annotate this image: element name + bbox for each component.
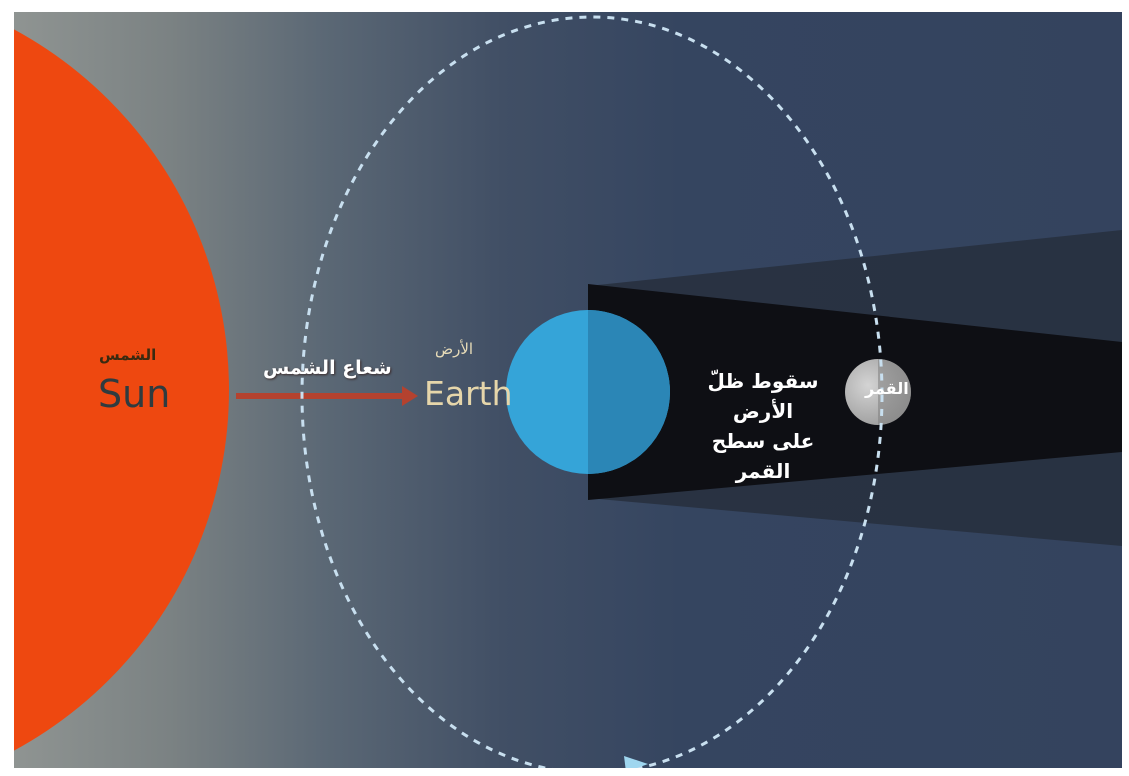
moon-orbit (300, 15, 884, 768)
earth-label-ar: الأرض (435, 340, 474, 358)
earth-shadow-label: سقوط ظلّ الأرض على سطح القمر (690, 366, 836, 486)
sun (14, 29, 229, 751)
sun-ray-arrow (236, 386, 418, 406)
sun-label-en: Sun (98, 372, 171, 416)
earth-shadow-line-2: على سطح القمر (711, 429, 815, 483)
arrowhead-icon (624, 756, 648, 768)
lunar-eclipse-diagram: الشمس Sun شعاع الشمس الأرض Earth سقوط ظل… (14, 12, 1122, 768)
earth-shadow-line-1: سقوط ظلّ الأرض (707, 369, 819, 423)
sun-ray-label: شعاع الشمس (263, 357, 392, 379)
sun-label-ar: الشمس (99, 346, 157, 364)
diagram-canvas (14, 15, 1122, 768)
moon-label: القمر (865, 379, 909, 398)
earth-label-en: Earth (424, 374, 513, 413)
moon (845, 359, 911, 425)
